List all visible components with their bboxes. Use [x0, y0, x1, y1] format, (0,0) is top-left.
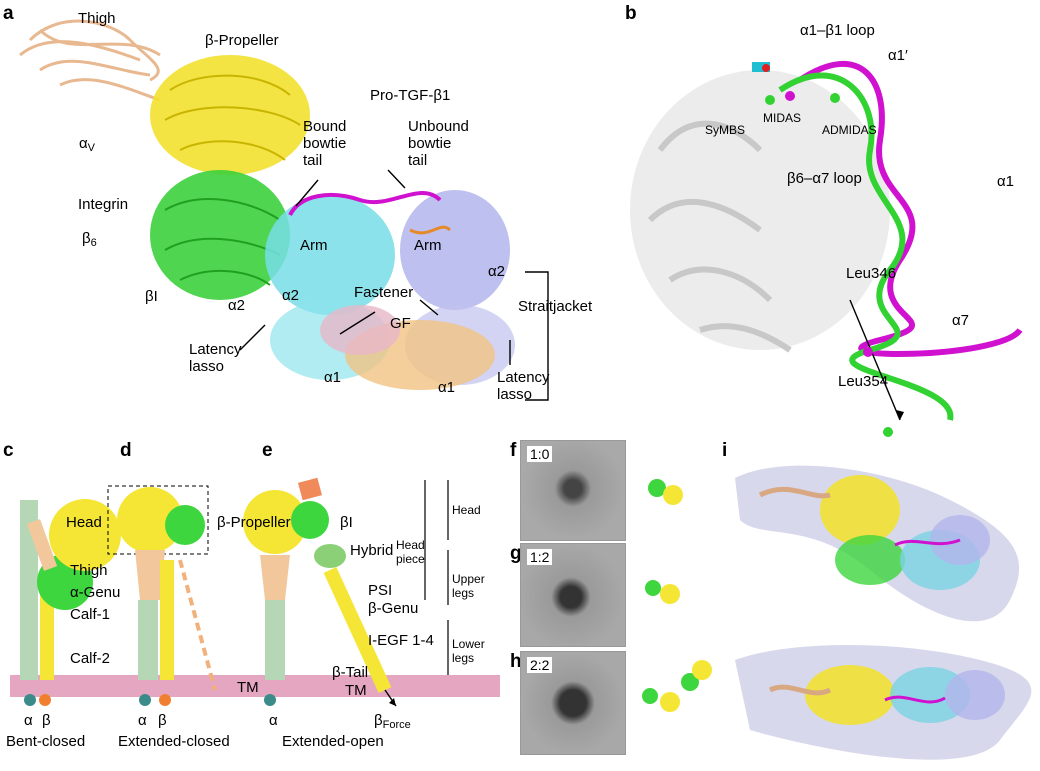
label-arm-left: Arm: [300, 237, 328, 254]
label-e-scale-head-piece: Head piece: [396, 538, 425, 566]
green-helix-alpha1: [778, 72, 954, 421]
label-d-caption: Extended-closed: [118, 733, 230, 750]
label-e-hybrid: Hybrid: [350, 542, 394, 559]
panel-letter-c: c: [3, 440, 14, 461]
label-integrin: Integrin: [78, 196, 129, 213]
label-e-beta-propeller: β-Propeller: [217, 514, 291, 531]
label-e-i-egf: I-EGF 1-4: [368, 632, 434, 649]
panel-a-arrows: [239, 169, 511, 365]
magenta-helix-alpha1: [798, 60, 1023, 357]
label-e-beta-tail: β-Tail: [332, 664, 369, 681]
label-e-beta-force: βForce: [374, 712, 411, 731]
label-c-beta: β: [42, 712, 51, 729]
micrograph-f: 1:0: [520, 440, 626, 541]
label-thigh: Thigh: [78, 10, 116, 27]
label-beta-i: βI: [145, 288, 158, 305]
label-e-scale-head: Head: [452, 503, 481, 517]
label-alpha-v: αV: [79, 135, 96, 154]
bowtie-tail-magenta: [288, 190, 442, 217]
label-alpha2-right: α2: [488, 263, 506, 280]
panel-letter-g: g: [510, 543, 522, 564]
label-loop-a1b1: α1–β1 loop: [800, 22, 875, 39]
panel-letter-e: e: [262, 440, 273, 461]
label-alpha7: α7: [952, 312, 970, 329]
panel-i-density-maps: [735, 465, 1032, 760]
gf-pink-blob: [320, 305, 400, 355]
label-alpha1-prime: α1′: [888, 47, 908, 64]
label-d-alpha-genu: α-Genu: [70, 584, 121, 601]
label-d-head: Head: [66, 514, 102, 531]
label-beta6: β6: [82, 230, 97, 249]
fgh-mini-cartoons: [642, 479, 712, 712]
panel-letter-b: b: [625, 3, 637, 24]
label-c-alpha: α: [24, 712, 33, 729]
label-d-calf1: Calf-1: [70, 606, 111, 623]
label-e-psi: PSI: [368, 582, 393, 599]
label-symbs: SyMBS: [705, 123, 746, 137]
micrograph-g: 1:2: [520, 543, 626, 647]
label-d-alpha: α: [138, 712, 147, 729]
label-pro-tgf: Pro-TGF-β1: [370, 87, 451, 104]
panel-b-structure-illustration: [630, 60, 1023, 437]
label-straitjacket: Straitjacket: [518, 298, 593, 315]
label-e-beta-i: βI: [340, 514, 353, 531]
panel-letter-f: f: [510, 440, 517, 461]
arm-lavender-blob: [400, 190, 510, 310]
panel-e-scale-arrows: [424, 480, 449, 675]
micrograph-g-ratio: 1:2: [527, 549, 553, 565]
label-leu354: Leu354: [838, 373, 889, 390]
label-alpha1-b: α1: [997, 173, 1015, 190]
panel-d-cartoon: [107, 485, 217, 706]
micrograph-f-ratio: 1:0: [527, 446, 553, 462]
label-e-scale-lower: Lower legs: [452, 637, 485, 665]
label-alpha2-mid: α2: [282, 287, 300, 304]
label-arm-right: Arm: [414, 237, 442, 254]
label-c-caption: Bent-closed: [6, 733, 86, 750]
label-latency-lasso-left: Latency lasso: [189, 341, 242, 375]
label-bound-bowtie: Bound bowtie tail: [303, 118, 347, 169]
panel-letter-a: a: [3, 3, 14, 24]
label-e-beta-genu: β-Genu: [368, 600, 419, 617]
alpha7-arrow: [849, 299, 901, 421]
label-d-beta: β: [158, 712, 167, 729]
straitjacket-bracket: [525, 271, 549, 401]
label-d-calf2: Calf-2: [70, 650, 111, 667]
panel-letter-h: h: [510, 651, 522, 672]
label-gf: GF: [390, 315, 411, 332]
label-leu346: Leu346: [846, 265, 897, 282]
panel-letter-d: d: [120, 440, 132, 461]
label-alpha1-right: α1: [438, 379, 456, 396]
panel-e-cartoon: [243, 477, 397, 707]
label-alpha2-left: α2: [228, 297, 246, 314]
label-unbound-bowtie: Unbound bowtie tail: [408, 118, 469, 169]
label-midas: MIDAS: [763, 111, 802, 125]
thigh-domain-ribbons: [19, 19, 161, 102]
label-e-caption: Extended-open: [282, 733, 384, 750]
label-d-thigh: Thigh: [70, 562, 108, 579]
label-latency-lasso-right: Latency lasso: [497, 369, 550, 403]
label-fastener: Fastener: [354, 284, 414, 301]
label-e-scale-upper: Upper legs: [452, 572, 485, 600]
micrograph-h: 2:2: [520, 651, 626, 755]
label-e-tm: TM: [345, 682, 367, 699]
label-loop-b6a7: β6–α7 loop: [787, 170, 862, 187]
label-admidas: ADMIDAS: [822, 123, 877, 137]
micrograph-h-ratio: 2:2: [527, 657, 553, 673]
label-e-alpha: α: [269, 712, 278, 729]
label-d-tm: TM: [237, 679, 259, 696]
label-beta-propeller: β-Propeller: [205, 32, 279, 49]
panel-letter-i: i: [722, 440, 728, 461]
arm-cyan-blob: [265, 195, 395, 315]
label-alpha1-left: α1: [324, 369, 342, 386]
